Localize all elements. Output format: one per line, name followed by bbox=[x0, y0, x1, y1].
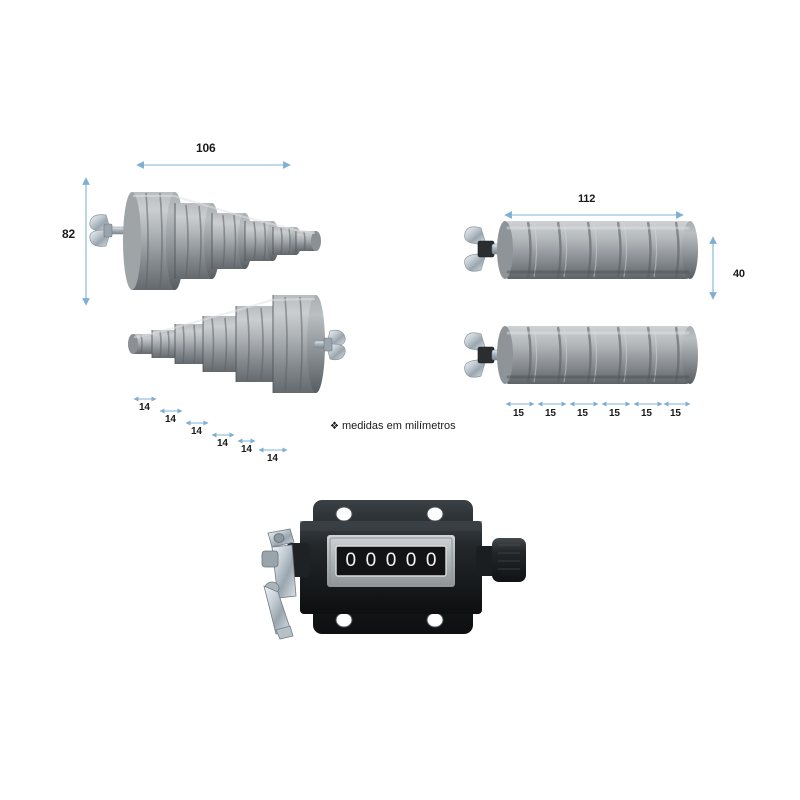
dimension-label-82: 82 bbox=[62, 227, 75, 241]
counter-digit-4: 0 bbox=[405, 550, 417, 571]
dimension-label-step-5: 14 bbox=[241, 444, 252, 455]
cone-body-top bbox=[123, 192, 321, 290]
dimension-label-segment-3: 15 bbox=[577, 408, 588, 419]
counter-digit-row: 0 0 0 0 0 bbox=[336, 546, 446, 576]
cylinder-body-top bbox=[497, 221, 698, 279]
dimension-label-segment-4: 15 bbox=[609, 408, 620, 419]
digit-window bbox=[336, 546, 446, 576]
dimension-label-step-6: 14 bbox=[267, 453, 278, 464]
wing-nut-bottom-right bbox=[313, 329, 346, 361]
counter-digit-3: 0 bbox=[385, 550, 397, 571]
dimension-label-segment-5: 15 bbox=[641, 408, 652, 419]
dimension-label-step-2: 14 bbox=[165, 414, 176, 425]
dimension-label-step-1: 14 bbox=[139, 402, 150, 413]
dimension-label-step-3: 14 bbox=[191, 426, 202, 437]
cylinder-body-bottom bbox=[497, 326, 698, 384]
counter-digit-5: 0 bbox=[425, 550, 437, 571]
ribbed-cylinder-mandrel-top bbox=[464, 211, 717, 300]
cone-body-bottom bbox=[128, 295, 325, 393]
dimension-label-segment-2: 15 bbox=[545, 408, 556, 419]
reset-knob[interactable] bbox=[476, 538, 526, 582]
dimension-label-segment-6: 15 bbox=[670, 408, 681, 419]
dimension-label-40: 40 bbox=[733, 268, 745, 280]
caption-bullet-icon: ❖ bbox=[330, 421, 339, 432]
dimension-steps-14 bbox=[133, 396, 288, 453]
stepped-cone-mandrel-bottom bbox=[128, 295, 346, 453]
counter-digit-2: 0 bbox=[365, 550, 377, 571]
dimension-label-106: 106 bbox=[196, 141, 216, 155]
counter-digit-1: 0 bbox=[345, 550, 357, 571]
dimension-label-step-4: 14 bbox=[217, 438, 228, 449]
ribbed-cylinder-mandrel-bottom bbox=[464, 326, 698, 407]
caption-text: medidas em milímetros bbox=[341, 420, 456, 432]
stepped-cone-mandrel-top bbox=[82, 161, 321, 306]
dimension-label-segment-1: 15 bbox=[513, 408, 524, 419]
dimension-label-112: 112 bbox=[578, 193, 596, 205]
mechanical-tally-counter bbox=[261, 500, 526, 640]
units-caption: ❖medidas em milímetros bbox=[330, 420, 456, 432]
actuating-lever[interactable] bbox=[261, 528, 297, 640]
wing-nut-top-left bbox=[89, 214, 135, 247]
